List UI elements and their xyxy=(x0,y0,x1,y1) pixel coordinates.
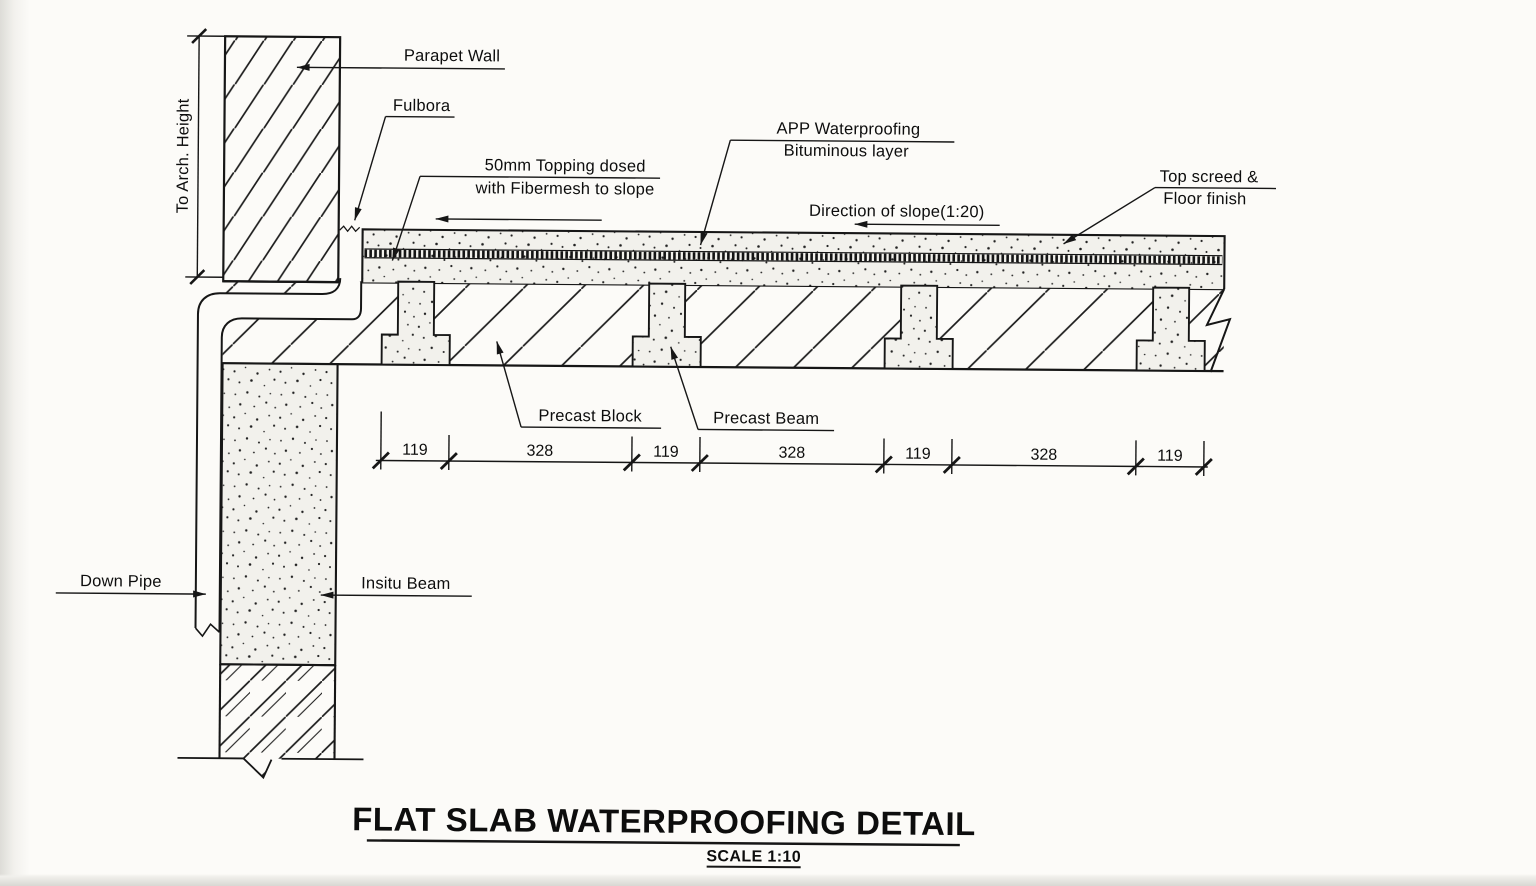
topping-label-line1: 50mm Topping dosed xyxy=(485,156,646,175)
precast-beam-leader xyxy=(670,346,699,430)
break-line-right xyxy=(1205,288,1232,373)
slope-arrow-main xyxy=(854,220,1000,228)
arch-height-dimension: To Arch. Height xyxy=(174,28,226,285)
title-block: FLAT SLAB WATERPROOFING DETAIL SCALE 1:1… xyxy=(352,800,976,869)
ground-break-line xyxy=(177,757,364,780)
top-screed-label-line2: Floor finish xyxy=(1163,190,1246,209)
arch-height-label: To Arch. Height xyxy=(174,98,193,213)
slab-band xyxy=(222,280,1225,373)
top-screed-label-line1: Top screed & xyxy=(1160,168,1259,187)
precast-beam-underline xyxy=(698,428,835,432)
waterproofing-membrane xyxy=(364,248,1223,266)
app-underline xyxy=(730,139,955,143)
fulbora-underline xyxy=(385,115,455,118)
parapet-wall-leader xyxy=(296,63,505,71)
slope-arrow-left xyxy=(435,215,602,223)
app-label-line2: Bituminous layer xyxy=(784,142,910,161)
top-screed-leader xyxy=(1063,186,1156,245)
precast-beam-shape xyxy=(380,280,1206,372)
drawing-scale: SCALE 1:10 xyxy=(706,848,801,866)
top-screed-underline xyxy=(1154,186,1276,190)
dim-value: 119 xyxy=(1157,448,1183,465)
dim-value: 328 xyxy=(526,443,553,460)
title-underline xyxy=(366,839,960,847)
parapet-wall-label: Parapet Wall xyxy=(404,47,500,66)
precast-block-label: Precast Block xyxy=(538,407,642,426)
drawing-title: FLAT SLAB WATERPROOFING DETAIL xyxy=(352,800,976,842)
dim-value: 119 xyxy=(402,442,428,459)
dimension-string xyxy=(371,411,1213,476)
dim-value: 328 xyxy=(1030,447,1057,464)
wall-below xyxy=(177,663,364,780)
down-pipe-shape xyxy=(194,278,363,638)
app-label-line1: APP Waterproofing xyxy=(777,120,921,139)
precast-beam-label: Precast Beam xyxy=(713,409,819,428)
topping-leader xyxy=(391,176,421,261)
dimension-labels: 119 328 119 328 119 328 119 xyxy=(402,442,1183,465)
fulbora-label: Fulbora xyxy=(393,97,451,115)
app-leader xyxy=(699,140,732,246)
dim-value: 119 xyxy=(905,446,931,463)
pipe-break-line xyxy=(194,622,221,638)
topping-label-line2: with Fibermesh to slope xyxy=(474,179,654,198)
down-pipe-label: Down Pipe xyxy=(80,572,162,591)
dim-value: 119 xyxy=(653,444,679,461)
insitu-beam-shape xyxy=(219,362,339,667)
slope-direction-label: Direction of slope(1:20) xyxy=(809,202,985,221)
topping-underline xyxy=(420,175,661,179)
down-pipe-leader xyxy=(55,590,207,598)
precast-block-underline xyxy=(521,426,662,429)
scale-underline xyxy=(706,865,801,869)
dim-value: 328 xyxy=(778,445,805,462)
fulbora-joint xyxy=(339,225,361,233)
parapet-wall xyxy=(222,35,342,284)
insitu-beam-label: Insitu Beam xyxy=(361,574,450,593)
insitu-beam-leader xyxy=(320,591,472,599)
fulbora-leader xyxy=(354,116,387,221)
precast-block-leader xyxy=(496,341,522,428)
topping-layer xyxy=(361,228,1226,290)
